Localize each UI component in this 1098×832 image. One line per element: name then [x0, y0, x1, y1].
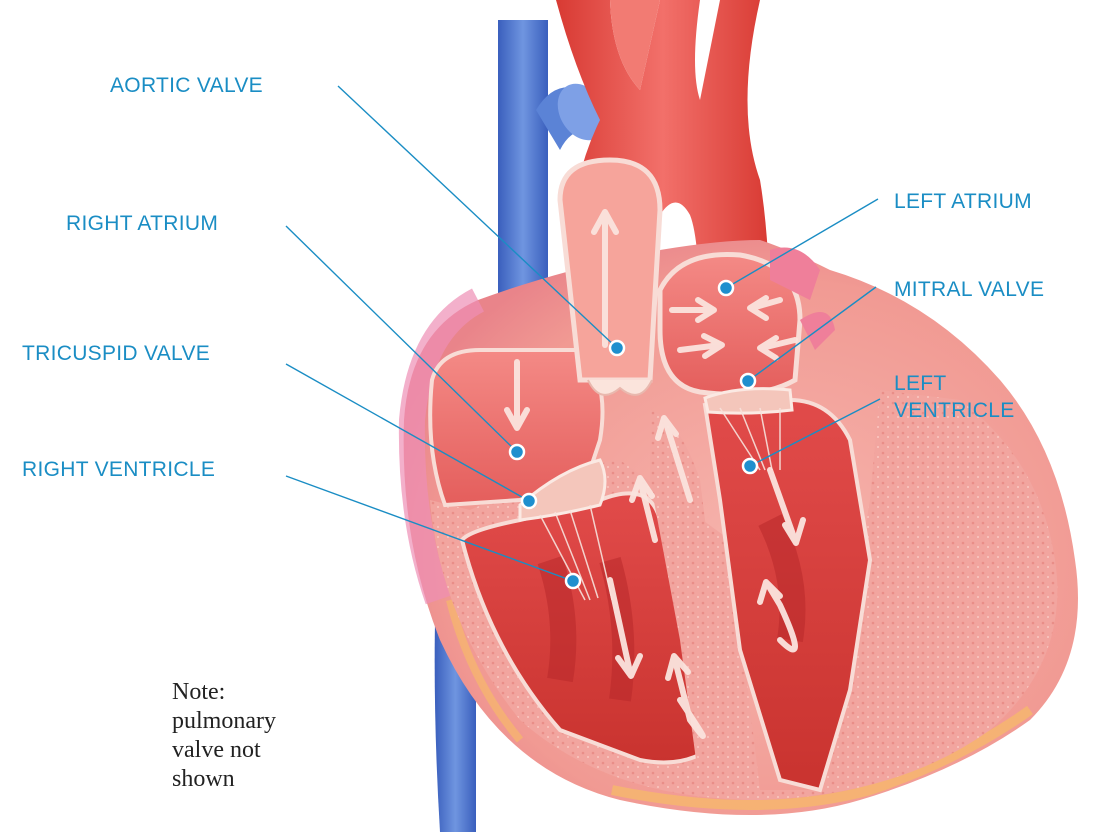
- label-left-atrium: LEFT ATRIUM: [894, 188, 1032, 215]
- dot-tricuspid-valve: [522, 494, 536, 508]
- dot-left-ventricle: [743, 459, 757, 473]
- label-tricuspid-valve: TRICUSPID VALVE: [22, 340, 210, 367]
- label-right-ventricle: RIGHT VENTRICLE: [22, 456, 215, 483]
- label-aortic-valve: AORTIC VALVE: [110, 72, 263, 99]
- label-left-ventricle: LEFT VENTRICLE: [894, 370, 1015, 424]
- label-mitral-valve: MITRAL VALVE: [894, 276, 1044, 303]
- note-text: Note: pulmonary valve not shown: [172, 678, 292, 794]
- label-left-ventricle-line2: VENTRICLE: [894, 397, 1015, 424]
- label-left-ventricle-line1: LEFT: [894, 370, 1015, 397]
- note-line-4: shown: [172, 765, 292, 794]
- note-line-1: Note:: [172, 678, 292, 707]
- dot-mitral-valve: [741, 374, 755, 388]
- note-line-2: pulmonary: [172, 707, 292, 736]
- dot-right-ventricle: [566, 574, 580, 588]
- label-right-atrium: RIGHT ATRIUM: [66, 210, 218, 237]
- dot-right-atrium: [510, 445, 524, 459]
- dot-left-atrium: [719, 281, 733, 295]
- dot-aortic-valve: [610, 341, 624, 355]
- note-line-3: valve not: [172, 736, 292, 765]
